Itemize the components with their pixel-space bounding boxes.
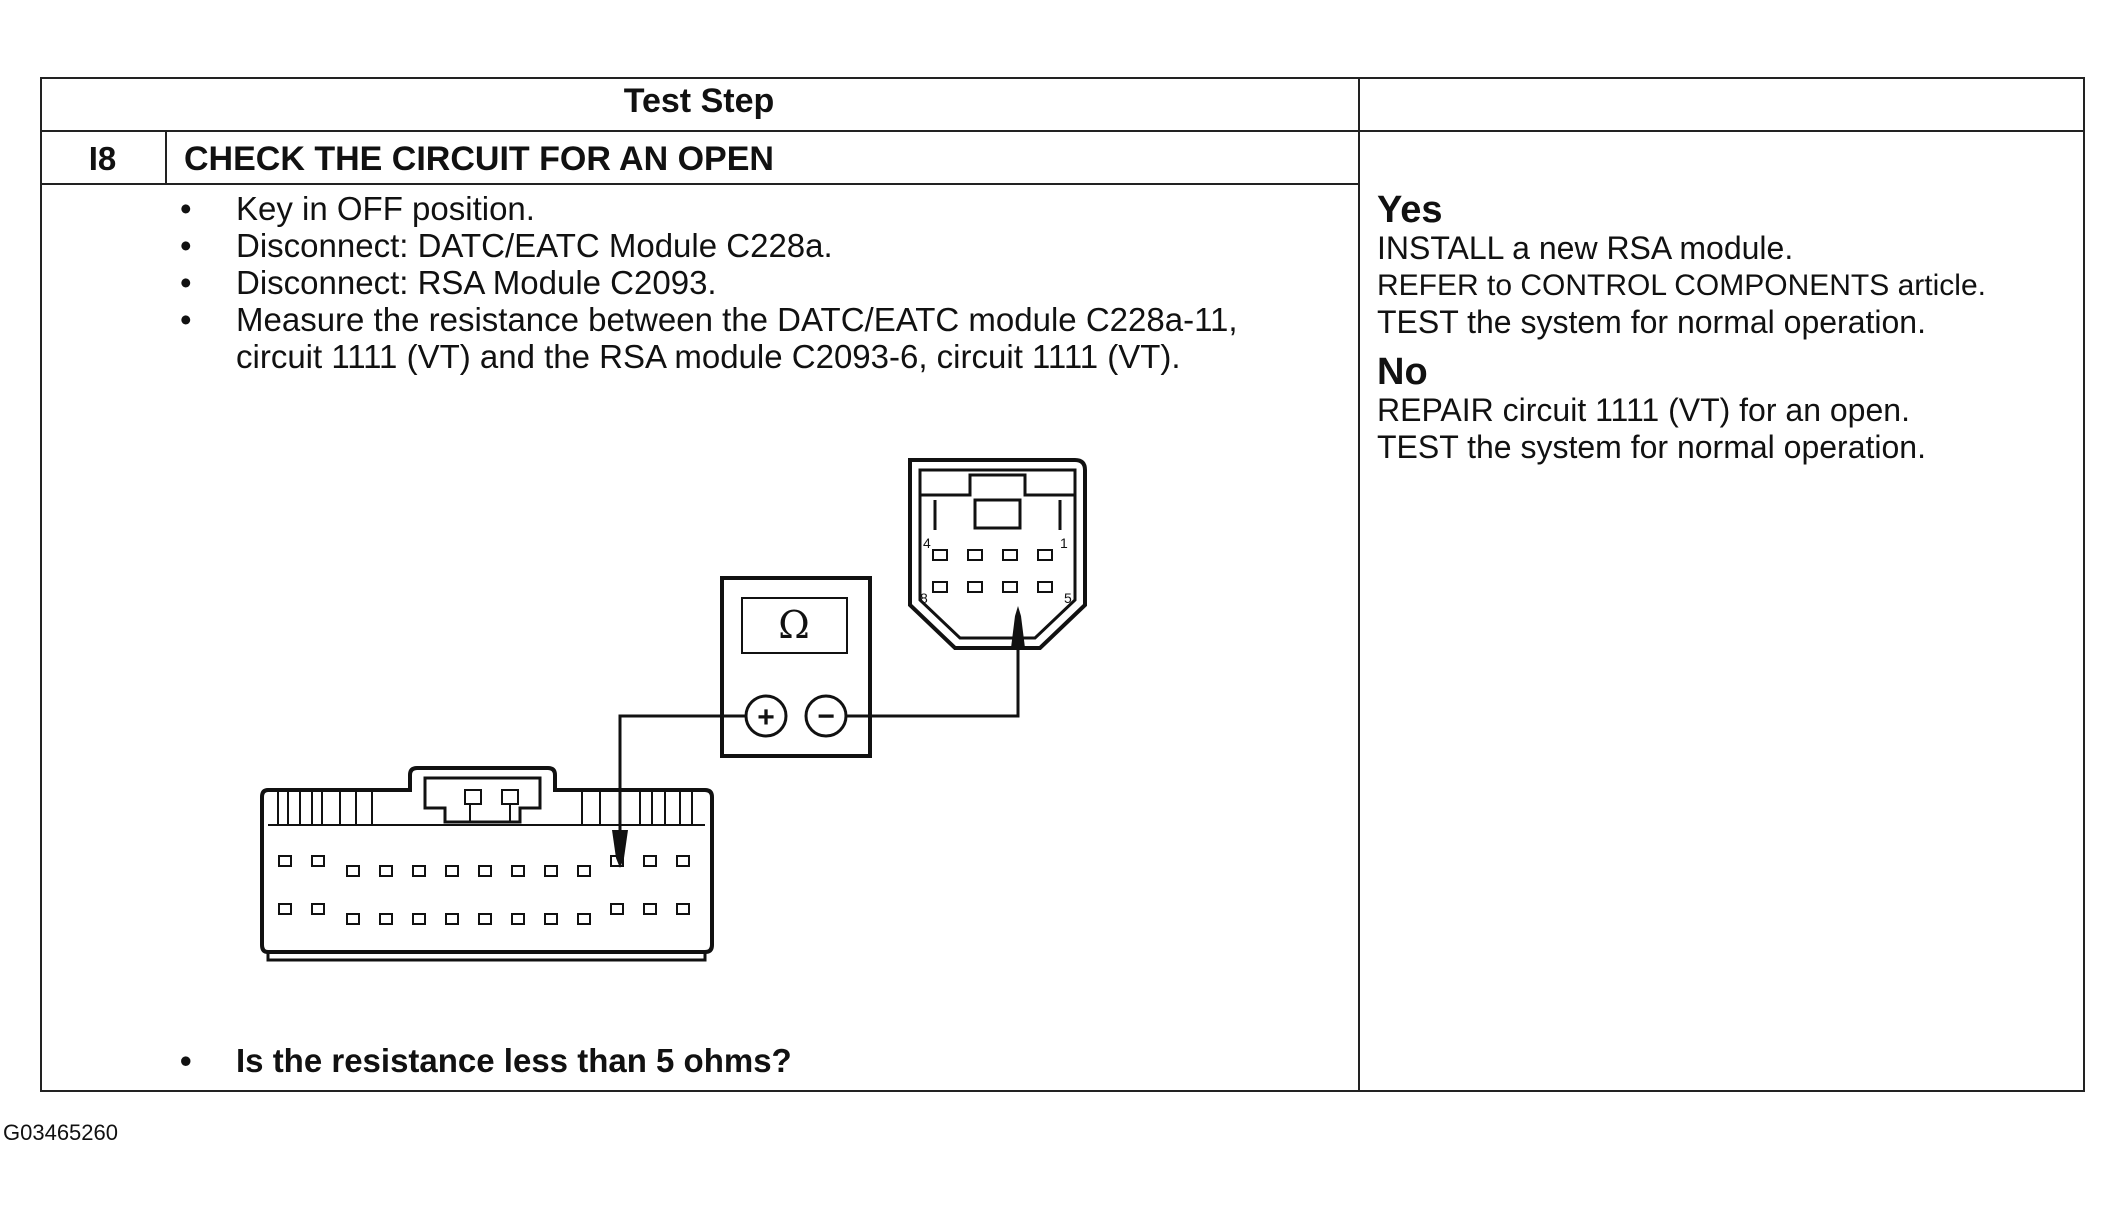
minus-terminal-label: −	[817, 700, 835, 733]
positive-probe	[612, 830, 628, 868]
plus-terminal-label: +	[757, 701, 775, 734]
no-result: No REPAIR circuit 1111 (VT) for an open.…	[1377, 352, 2077, 466]
yes-label: Yes	[1377, 189, 1443, 231]
test-step-table	[40, 77, 2085, 1092]
negative-lead	[846, 630, 1020, 718]
yes-line: TEST the system for normal operation.	[1377, 304, 1926, 340]
yes-line: REFER to CONTROL COMPONENTS article.	[1377, 269, 1986, 302]
no-line: REPAIR circuit 1111 (VT) for an open.	[1377, 392, 1910, 428]
no-label: No	[1377, 351, 1428, 393]
negative-probe	[1011, 606, 1025, 648]
column-divider	[1358, 77, 1360, 1092]
no-line: TEST the system for normal operation.	[1377, 429, 1926, 465]
instruction-item: Disconnect: RSA Module C2093.	[176, 264, 1316, 301]
instruction-item: Disconnect: DATC/EATC Module C228a.	[176, 227, 1316, 264]
instruction-item: Key in OFF position.	[176, 190, 1316, 227]
pin-label: 8	[920, 590, 928, 606]
header-divider	[40, 130, 2085, 132]
rsa-connector	[908, 457, 1087, 650]
pin-label: 4	[923, 535, 931, 551]
step-number: I8	[88, 140, 117, 177]
figure-id: G03465260	[3, 1120, 118, 1145]
step-title: CHECK THE CIRCUIT FOR AN OPEN	[184, 139, 774, 178]
test-question: Is the resistance less than 5 ohms?	[176, 1042, 792, 1080]
pin-label: 1	[1060, 535, 1068, 551]
test-step-header: Test Step	[623, 82, 775, 120]
pin-label: 5	[1064, 590, 1072, 606]
yes-line: INSTALL a new RSA module.	[1377, 230, 1794, 266]
yes-result: Yes INSTALL a new RSA module. REFER to C…	[1377, 190, 2077, 341]
ohmmeter	[720, 576, 872, 758]
datc-eatc-connector	[260, 766, 714, 962]
step-row-divider	[40, 183, 1359, 185]
ohm-symbol: Ω	[778, 603, 810, 647]
instruction-list: Key in OFF position. Disconnect: DATC/EA…	[176, 190, 1316, 375]
positive-lead	[618, 714, 746, 830]
step-number-divider	[165, 131, 167, 184]
instruction-item: Measure the resistance between the DATC/…	[176, 301, 1316, 375]
